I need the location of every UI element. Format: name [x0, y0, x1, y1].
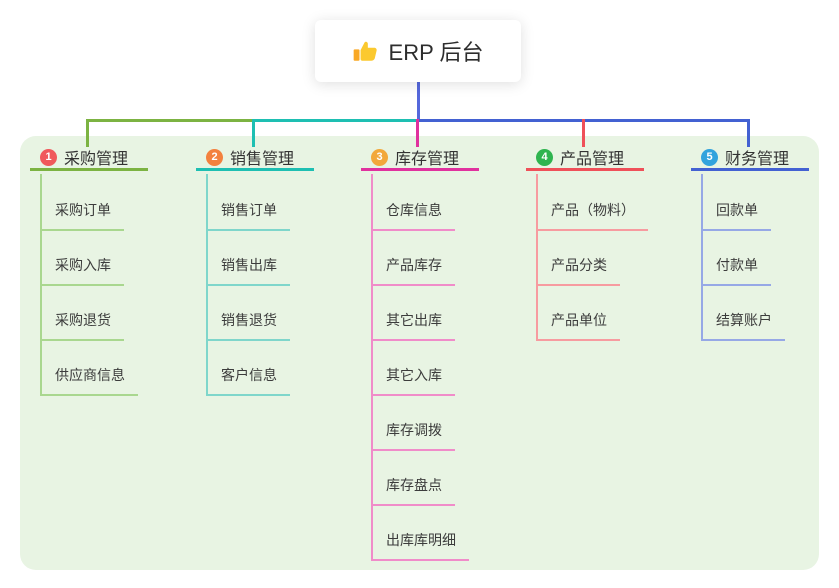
leaf-node[interactable]: 库存盘点 [371, 475, 455, 506]
branch-label: 销售管理 [230, 151, 295, 168]
branch-label: 财务管理 [725, 151, 790, 168]
leaf-node[interactable]: 产品单位 [536, 310, 620, 341]
connector-line [582, 119, 585, 147]
branch-finance: 5 财务管理 回款单 付款单 结算账户 [691, 146, 839, 341]
branch-node-product[interactable]: 4 产品管理 [526, 146, 644, 171]
leaf-node[interactable]: 采购退货 [40, 310, 124, 341]
leaf-node[interactable]: 出库库明细 [371, 530, 469, 561]
connector-line [86, 119, 254, 122]
number-badge: 1 [40, 148, 57, 166]
branch-node-inventory[interactable]: 3 库存管理 [361, 146, 479, 171]
connector-line [416, 119, 419, 147]
number-badge: 2 [206, 148, 223, 166]
leaf-node[interactable]: 产品库存 [371, 255, 455, 286]
connector-line [747, 119, 750, 147]
number-badge: 5 [701, 148, 718, 166]
leaf-node[interactable]: 付款单 [701, 255, 771, 286]
connector-line [86, 119, 89, 147]
leaf-node[interactable]: 销售出库 [206, 255, 290, 286]
branch-inventory: 3 库存管理 仓库信息 产品库存 其它出库 其它入库 库存调拨 库存盘点 出库库… [361, 146, 511, 561]
branch-purchase: 1 采购管理 采购订单 采购入库 采购退货 供应商信息 [30, 146, 180, 396]
branch-node-purchase[interactable]: 1 采购管理 [30, 146, 148, 171]
branch-sales: 2 销售管理 销售订单 销售出库 销售退货 客户信息 [196, 146, 346, 396]
leaf-node[interactable]: 仓库信息 [371, 200, 455, 231]
root-title: ERP 后台 [388, 40, 484, 65]
branch-product: 4 产品管理 产品（物料） 产品分类 产品单位 [526, 146, 676, 341]
branch-label: 产品管理 [560, 151, 625, 168]
leaf-node[interactable]: 销售订单 [206, 200, 290, 231]
leaf-node[interactable]: 其它出库 [371, 310, 455, 341]
branch-label: 库存管理 [395, 151, 460, 168]
leaf-node[interactable]: 销售退货 [206, 310, 290, 341]
leaf-node[interactable]: 客户信息 [206, 365, 290, 396]
leaf-node[interactable]: 结算账户 [701, 310, 785, 341]
branch-subtree-line [701, 174, 703, 341]
leaf-node[interactable]: 其它入库 [371, 365, 455, 396]
root-node[interactable]: ERP 后台 [315, 20, 521, 82]
number-badge: 3 [371, 148, 388, 166]
leaf-node[interactable]: 采购入库 [40, 255, 124, 286]
branch-node-finance[interactable]: 5 财务管理 [691, 146, 809, 171]
leaf-node[interactable]: 产品（物料） [536, 200, 648, 231]
branch-node-sales[interactable]: 2 销售管理 [196, 146, 314, 171]
number-badge: 4 [536, 148, 553, 166]
root-connector-line [417, 82, 420, 119]
leaf-node[interactable]: 采购订单 [40, 200, 124, 231]
leaf-node[interactable]: 库存调拨 [371, 420, 455, 451]
branch-subtree-line [371, 174, 373, 561]
branches-panel [20, 136, 819, 570]
connector-line [252, 119, 417, 122]
branch-label: 采购管理 [64, 151, 129, 168]
branch-subtree-line [536, 174, 538, 341]
leaf-node[interactable]: 回款单 [701, 200, 771, 231]
leaf-node[interactable]: 产品分类 [536, 255, 620, 286]
thumbs-up-icon [353, 41, 377, 61]
leaf-node[interactable]: 供应商信息 [40, 365, 138, 396]
connector-line [252, 119, 255, 147]
